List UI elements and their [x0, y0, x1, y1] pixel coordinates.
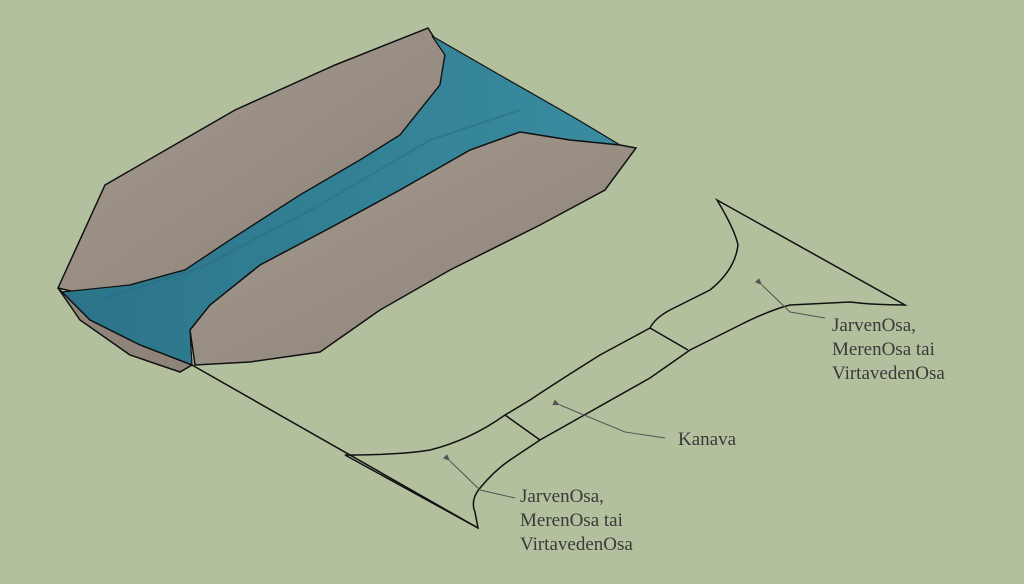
label-bottom: JarvenOsa, MerenOsa tai VirtavedenOsa [520, 486, 633, 555]
label-top-right-line1: JarvenOsa, [832, 315, 916, 336]
label-bottom-line3: VirtavedenOsa [520, 534, 633, 555]
leader-top-right [754, 277, 826, 319]
label-middle: Kanava [678, 429, 737, 450]
connector-line [191, 364, 479, 529]
plan-outline [344, 197, 908, 530]
leader-bottom [442, 453, 516, 499]
label-top-right-line3: VirtavedenOsa [832, 363, 945, 384]
leader-middle [552, 399, 666, 439]
leader-lines [442, 277, 826, 499]
label-top-right-line2: MerenOsa tai [832, 339, 935, 360]
terrain-near-bank [189, 131, 638, 366]
label-bottom-line2: MerenOsa tai [520, 510, 623, 531]
terrain-model [56, 27, 638, 373]
label-top-right: JarvenOsa, MerenOsa tai VirtavedenOsa [832, 315, 945, 384]
label-bottom-line1: JarvenOsa, [520, 486, 604, 507]
